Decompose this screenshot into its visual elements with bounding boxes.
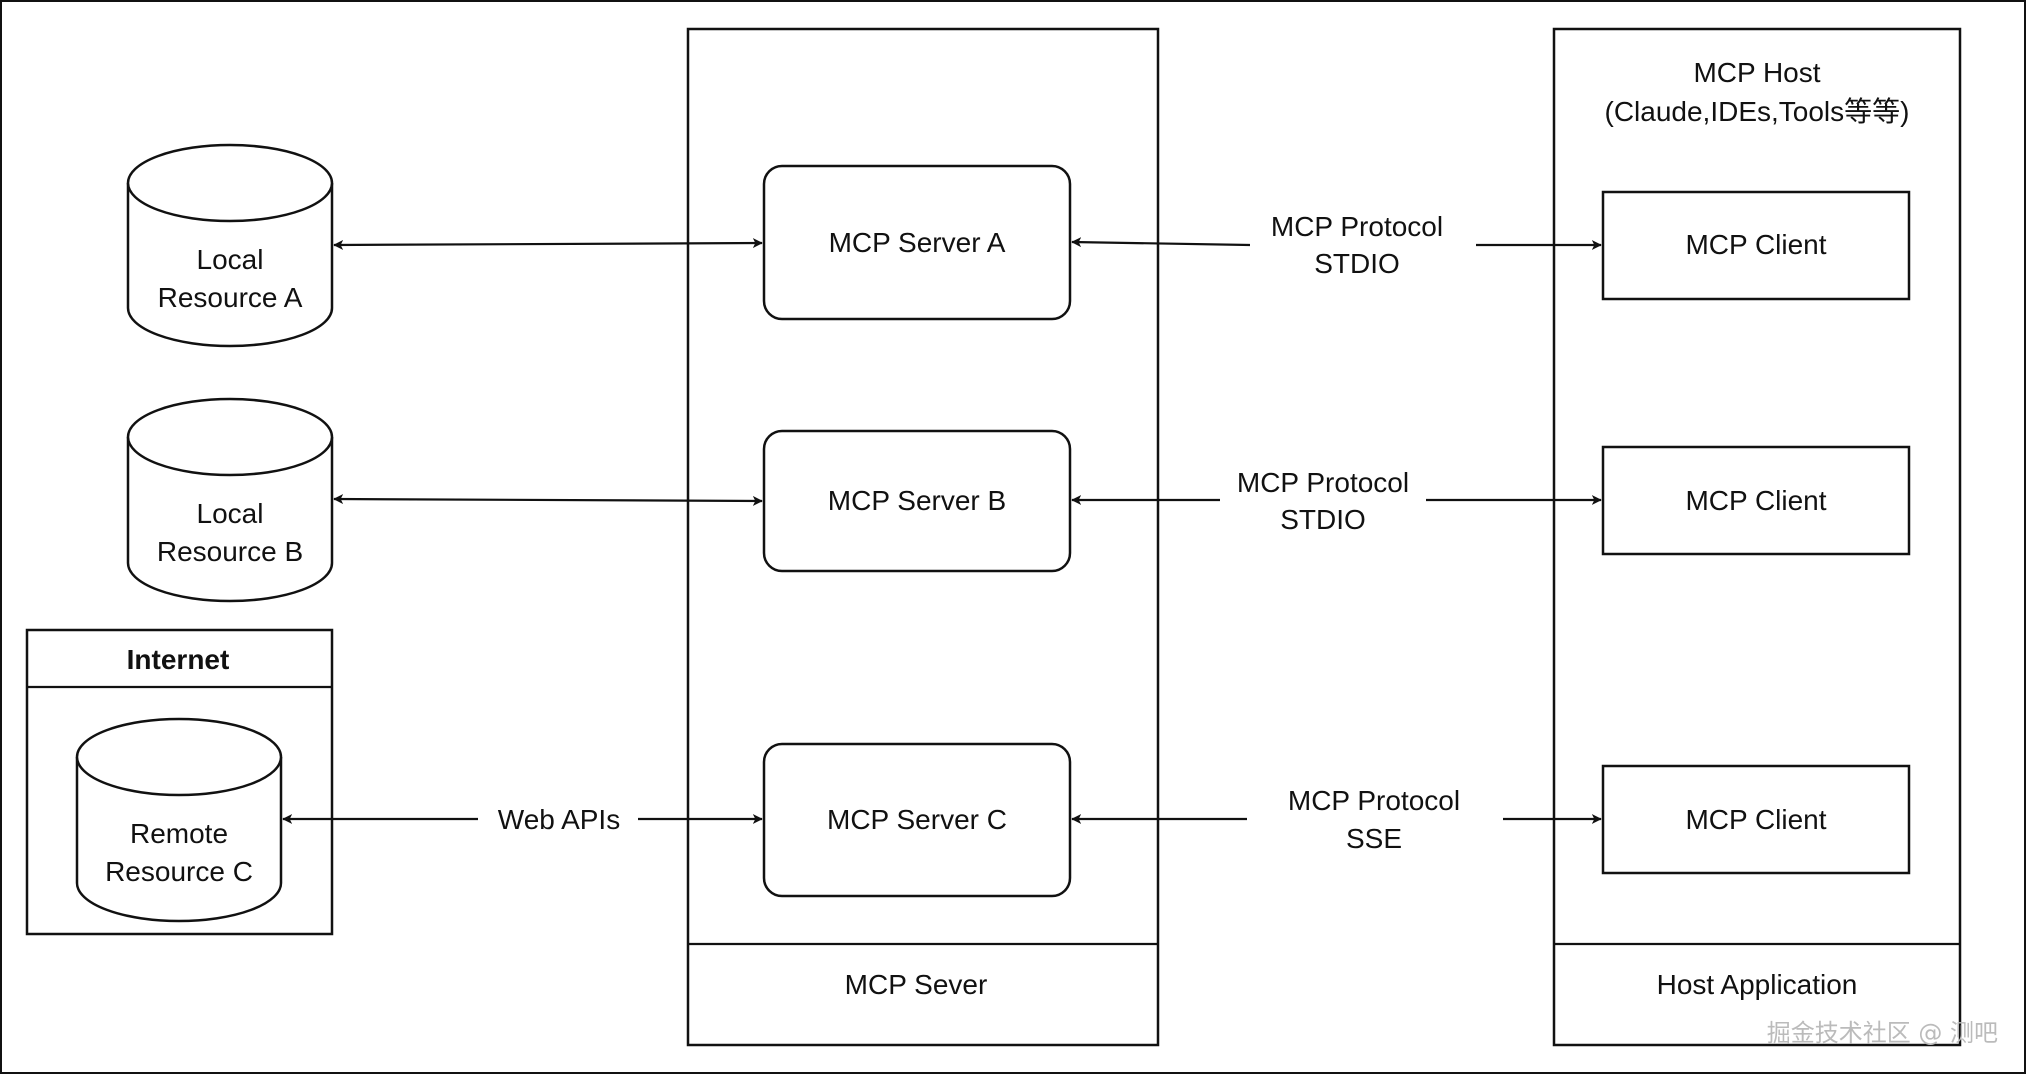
remote-resource-c-line2: Resource C xyxy=(105,856,253,887)
protocol-a-line1: MCP Protocol xyxy=(1271,211,1443,242)
mcp-client-c: MCP Client xyxy=(1601,764,1911,875)
local-resource-b-line2: Resource B xyxy=(157,536,303,567)
protocol-a-line2: STDIO xyxy=(1314,248,1400,279)
mcp-server-group-footer: MCP Sever xyxy=(845,969,988,1000)
mcp-server-b-label: MCP Server B xyxy=(828,485,1006,516)
mcp-server-c-label: MCP Server C xyxy=(827,804,1007,835)
mcp-client-a-label: MCP Client xyxy=(1685,229,1826,260)
mcp-client-a: MCP Client xyxy=(1601,190,1911,301)
protocol-b-line2: STDIO xyxy=(1280,504,1366,535)
remote-resource-c-line1: Remote xyxy=(130,818,228,849)
host-title-line1: MCP Host xyxy=(1693,57,1820,88)
mcp-server-b: MCP Server B xyxy=(762,429,1072,573)
host-application-footer: Host Application xyxy=(1657,969,1858,1000)
mcp-client-b-label: MCP Client xyxy=(1685,485,1826,516)
mcp-client-c-label: MCP Client xyxy=(1685,804,1826,835)
internet-title: Internet xyxy=(127,644,230,675)
edge-resource-a-server-a xyxy=(333,238,763,250)
remote-resource-c: Remote Resource C xyxy=(75,717,283,923)
web-apis-label: Web APIs xyxy=(498,804,620,835)
edge-server-a-protocol-left xyxy=(1071,237,1251,248)
local-resource-b: Local Resource B xyxy=(126,397,334,603)
mcp-client-b: MCP Client xyxy=(1601,445,1911,556)
mcp-server-c: MCP Server C xyxy=(762,742,1072,898)
watermark-text: 掘金技术社区 @ 测吧 xyxy=(1767,1019,1998,1047)
edge-resource-b-server-b xyxy=(333,494,763,506)
local-resource-b-line1: Local xyxy=(197,498,264,529)
mcp-server-a: MCP Server A xyxy=(762,164,1072,321)
mcp-server-a-label: MCP Server A xyxy=(829,227,1006,258)
local-resource-a-line2: Resource A xyxy=(158,282,303,313)
protocol-c-line2: SSE xyxy=(1346,823,1402,854)
host-title-line2: (Claude,IDEs,Tools等等) xyxy=(1605,96,1910,127)
local-resource-a-line1: Local xyxy=(197,244,264,275)
protocol-b-line1: MCP Protocol xyxy=(1237,467,1409,498)
protocol-c-line1: MCP Protocol xyxy=(1288,785,1460,816)
local-resource-a: Local Resource A xyxy=(126,143,334,348)
